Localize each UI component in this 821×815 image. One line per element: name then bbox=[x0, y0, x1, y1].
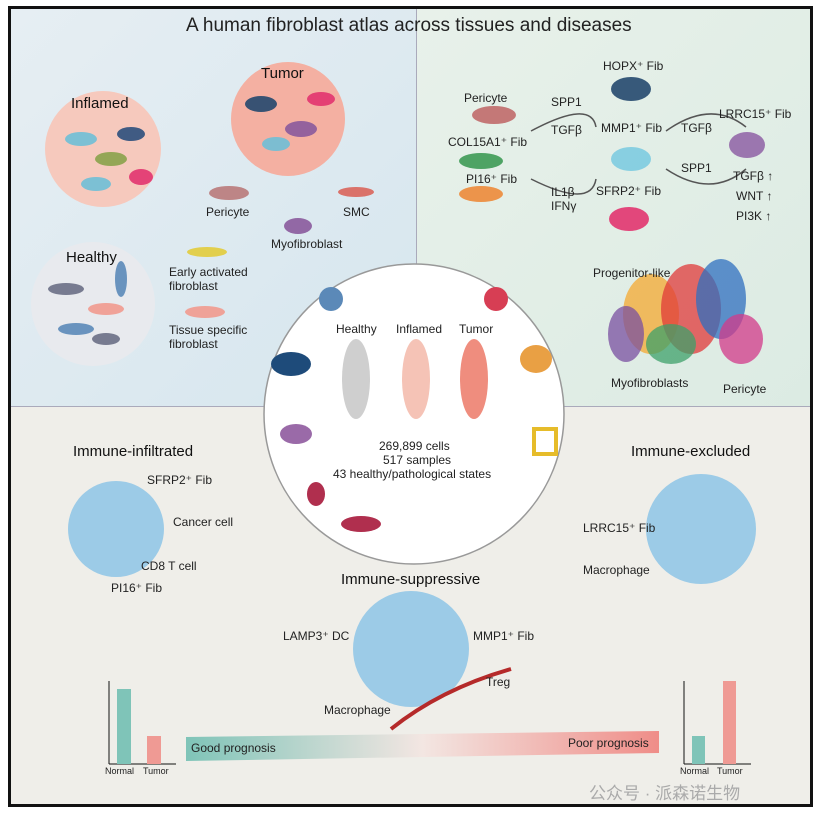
figure-frame: A human fibroblast atlas across tissues … bbox=[8, 6, 813, 807]
label-myofibroblast: Myofibroblast bbox=[271, 237, 343, 251]
suppressive-tumor bbox=[353, 591, 469, 707]
pathway-tgfb: TGFβ ↑ bbox=[733, 169, 774, 183]
label-early-activated: Early activated fibroblast bbox=[169, 265, 248, 293]
label-spp1-b: SPP1 bbox=[681, 161, 712, 175]
label-pi16: PI16⁺ Fib bbox=[466, 172, 518, 186]
label-cd8: CD8 T cell bbox=[141, 559, 197, 573]
label-progenitor: Progenitor-like bbox=[593, 266, 671, 280]
label-spp1-a: SPP1 bbox=[551, 95, 582, 109]
label-inflamed: Inflamed bbox=[71, 95, 129, 112]
stat-states: 43 healthy/pathological states bbox=[333, 467, 492, 481]
label-immune-infiltrated: Immune-infiltrated bbox=[73, 443, 194, 460]
label-hopx: HOPX⁺ Fib bbox=[603, 59, 664, 73]
label-smc: SMC bbox=[343, 205, 370, 219]
prognosis-gradient bbox=[186, 731, 659, 761]
figure-title: A human fibroblast atlas across tissues … bbox=[186, 15, 632, 36]
divider bbox=[416, 9, 417, 406]
tumor-bubble bbox=[231, 62, 345, 176]
bar-tumor bbox=[147, 736, 161, 764]
label-pericyte-tr: Pericyte bbox=[464, 91, 508, 105]
label-mmp1-b: MMP1⁺ Fib bbox=[473, 629, 535, 643]
label-center-inflamed: Inflamed bbox=[396, 322, 443, 336]
pathway-wnt: WNT ↑ bbox=[736, 189, 773, 203]
label-immune-suppressive: Immune-suppressive bbox=[341, 571, 481, 588]
stat-cells: 269,899 cells bbox=[379, 439, 450, 453]
label-treg: Treg bbox=[486, 675, 511, 689]
bar-chart-left bbox=[108, 681, 176, 765]
label-ifng: IFNγ bbox=[551, 199, 577, 213]
label-normal-left: Normal bbox=[105, 766, 135, 776]
umap-plot bbox=[608, 259, 763, 364]
label-lrrc15-b: LRRC15⁺ Fib bbox=[583, 521, 656, 535]
label-pericyte: Pericyte bbox=[206, 205, 250, 219]
label-pericyte-umap: Pericyte bbox=[723, 382, 767, 396]
illustration bbox=[31, 62, 765, 765]
label-macrophage-right: Macrophage bbox=[583, 563, 650, 577]
bar-tumor bbox=[723, 681, 736, 764]
bar-normal bbox=[692, 736, 705, 764]
label-macrophage-mid: Macrophage bbox=[324, 703, 391, 717]
bar-chart-right bbox=[683, 681, 751, 765]
label-col15a1: COL15A1⁺ Fib bbox=[448, 135, 528, 149]
label-center-tumor: Tumor bbox=[459, 322, 494, 336]
label-sfrp2-b: SFRP2⁺ Fib bbox=[147, 473, 213, 487]
label-center-healthy: Healthy bbox=[336, 322, 377, 336]
label-tissue-specific: Tissue specific fibroblast bbox=[169, 323, 248, 351]
label-tumor-left: Tumor bbox=[143, 766, 169, 776]
label-immune-excluded: Immune-excluded bbox=[631, 443, 751, 460]
label-tgfb-a: TGFβ bbox=[551, 123, 582, 137]
label-myofibroblasts: Myofibroblasts bbox=[611, 376, 689, 390]
label-lrrc15: LRRC15⁺ Fib bbox=[719, 107, 792, 121]
excluded-tumor bbox=[646, 474, 756, 584]
label-healthy: Healthy bbox=[66, 249, 117, 266]
label-il1b: IL1β bbox=[551, 185, 575, 199]
stat-samples: 517 samples bbox=[383, 453, 452, 467]
label-pi16-b: PI16⁺ Fib bbox=[111, 581, 163, 595]
label-mmp1: MMP1⁺ Fib bbox=[601, 121, 663, 135]
label-tumor: Tumor bbox=[261, 65, 304, 82]
bar-normal bbox=[117, 689, 131, 764]
label-sfrp2: SFRP2⁺ Fib bbox=[596, 184, 662, 198]
label-tumor-right: Tumor bbox=[717, 766, 743, 776]
watermark: 公众号 · 派森诺生物 bbox=[589, 784, 741, 803]
label-normal-right: Normal bbox=[680, 766, 710, 776]
label-cancer-cell: Cancer cell bbox=[173, 515, 234, 529]
label-lamp3: LAMP3⁺ DC bbox=[283, 629, 350, 643]
label-poor-prognosis: Poor prognosis bbox=[568, 736, 649, 750]
label-tgfb-b: TGFβ bbox=[681, 121, 712, 135]
pathway-pi3k: PI3K ↑ bbox=[736, 209, 772, 223]
label-good-prognosis: Good prognosis bbox=[191, 741, 276, 755]
infiltrated-tumor bbox=[68, 481, 164, 577]
